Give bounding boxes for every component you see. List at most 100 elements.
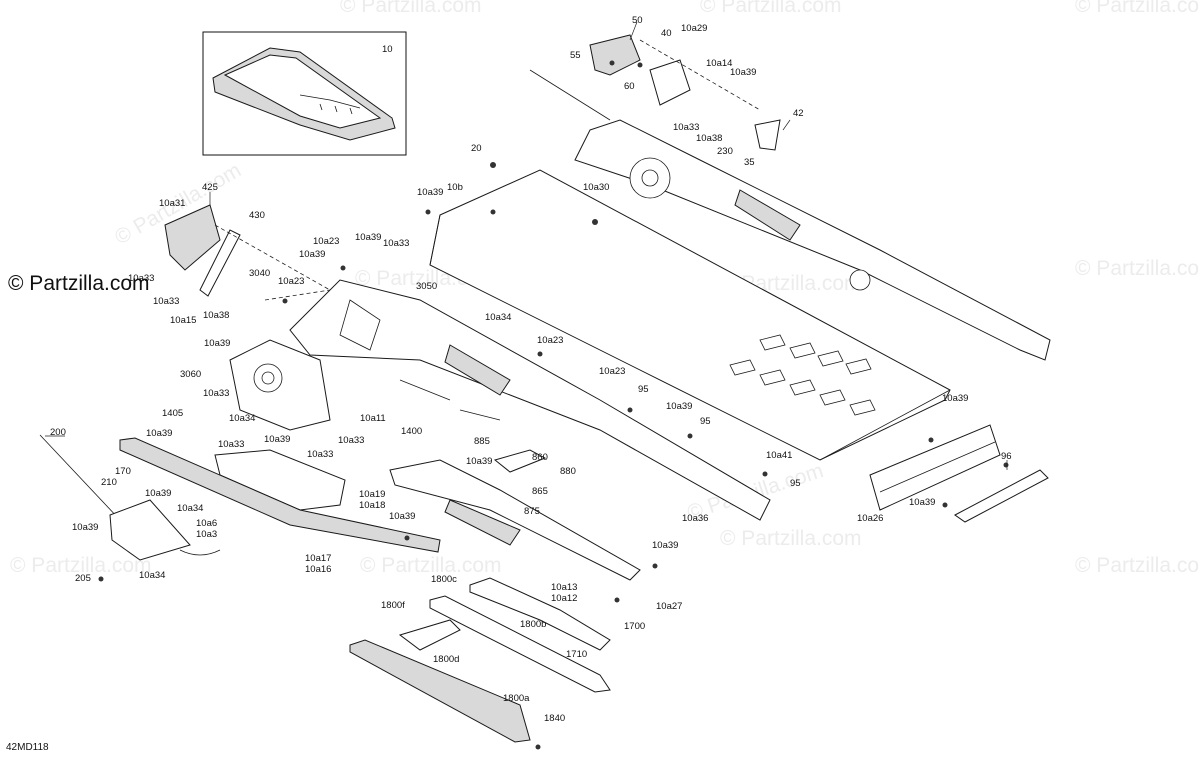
inset-label: 10 [382,44,393,55]
callout: 10a39 [666,401,692,412]
callout: 10a13 [551,582,577,593]
footrest-strips [349,577,611,743]
callout: 10a23 [313,236,339,247]
callout: 860 [532,452,548,463]
callout: 10a27 [656,601,682,612]
callout: 10a39 [909,497,935,508]
watermark: © Partzilla.com [700,0,842,17]
callout: 10a34 [229,413,255,424]
callout: 3040 [249,268,270,279]
callout: 1800b [520,619,546,630]
callout: 10a36 [682,513,708,524]
inset-assembled-tunnel: 10 [202,31,407,156]
callout: 10a38 [696,133,722,144]
fasteners [98,60,1009,750]
callout: 10a23 [599,366,625,377]
front-bracket-upper [164,204,241,297]
callout: 42 [793,108,804,119]
callout: 10a33 [338,435,364,446]
callout: 230 [717,146,733,157]
callout: 210 [101,477,117,488]
callout: 10a11 [360,413,386,424]
callout: 1405 [162,408,183,419]
callout: 96 [1001,451,1012,462]
callout: 20 [471,143,482,154]
callout: 10a12 [551,593,577,604]
right-running-board [389,449,641,581]
callout: 1800a [503,693,530,704]
callout: 10a33 [218,439,244,450]
callout: 1800d [433,654,459,665]
callout: 1800c [431,574,457,585]
callout: 10a33 [153,296,179,307]
callout: 1700 [624,621,645,632]
callout: 10a39 [942,393,968,404]
callout: 10a18 [359,500,385,511]
callout: 10a33 [128,273,154,284]
callout: 10a39 [299,249,325,260]
callout: 10a39 [417,187,443,198]
leader-lines [45,21,1008,470]
callout: 10a39 [204,338,230,349]
watermark: © Partzilla.com [1075,257,1200,280]
callout: 1400 [401,426,422,437]
callout: 10b [447,182,463,193]
callout: 95 [638,384,649,395]
callout: 10a6 [196,518,217,529]
callout: 55 [570,50,581,61]
callout: 1840 [544,713,565,724]
callout: 10a33 [203,388,229,399]
callout: 10a41 [766,450,792,461]
callout: 10a39 [466,456,492,467]
callout: 50 [632,15,643,26]
callout: 95 [700,416,711,427]
callout: 3050 [416,281,437,292]
callout: 10a34 [139,570,165,581]
callout: 205 [75,573,91,584]
callout: 875 [524,506,540,517]
callout: 10a29 [681,23,707,34]
callout: 60 [624,81,635,92]
callout: 10a15 [170,315,196,326]
callout: 10a33 [307,449,333,460]
callout: 10a16 [305,564,331,575]
callout: 10a34 [485,312,511,323]
watermark: © Partzilla.com [720,527,862,550]
callout: 40 [661,28,672,39]
callout: 10a31 [159,198,185,209]
callout: 10a3 [196,529,217,540]
diagram-code: 42MD118 [6,742,49,753]
callout: 10a39 [730,67,756,78]
callout: 10a39 [389,511,415,522]
rear-cross-member [869,424,1049,523]
left-side-rail [289,279,771,521]
callout: 10a38 [203,310,229,321]
callout: 1710 [566,649,587,660]
callout: 10a19 [359,489,385,500]
alignment-lines [214,224,331,301]
callout: 1800f [381,600,405,611]
callout: 10a14 [706,58,732,69]
watermark: © Partzilla.com [1075,0,1200,17]
right-side-rail [529,69,1051,361]
callout: 10a39 [145,488,171,499]
watermark: © Partzilla.com [360,554,502,577]
callout: 10a17 [305,553,331,564]
callout: 885 [474,436,490,447]
callout: 200 [50,427,66,438]
callout: 3060 [180,369,201,380]
callout: 10a39 [146,428,172,439]
callout: 10a30 [583,182,609,193]
watermark: © Partzilla.com [10,554,152,577]
callout: 425 [202,182,218,193]
callout: 10a39 [355,232,381,243]
front-bumper-assembly [39,434,221,561]
callout: 35 [744,157,755,168]
left-side-panel [229,339,331,431]
callout: 880 [560,466,576,477]
callout: 10a39 [652,540,678,551]
callout: 10a34 [177,503,203,514]
watermark: © Partzilla.com [340,0,482,17]
